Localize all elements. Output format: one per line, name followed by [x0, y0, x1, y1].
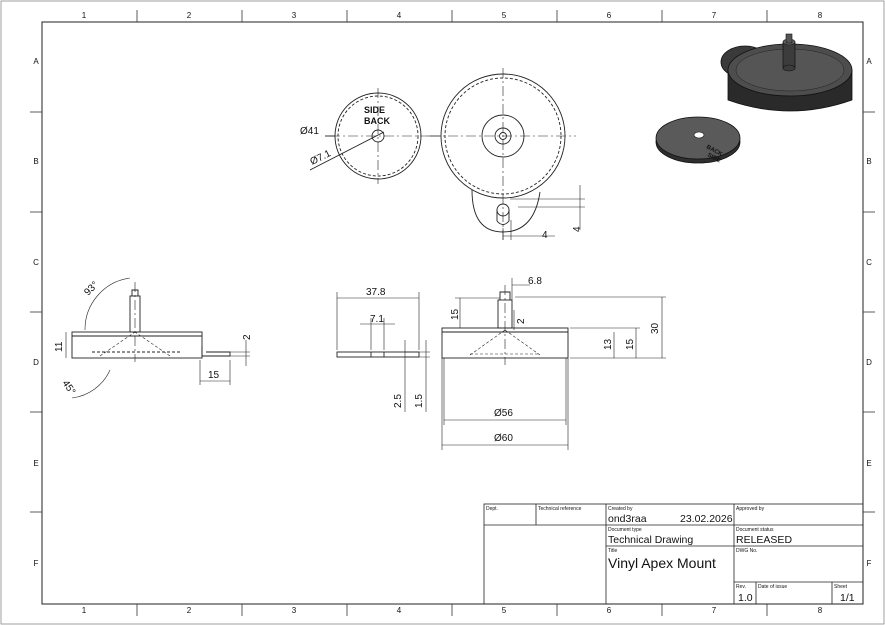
dimension-height-11: 11	[54, 341, 65, 352]
title-block-doc-status-label: Document status	[736, 527, 774, 533]
title-block-tech-ref-label: Technical reference	[538, 506, 582, 512]
mount-front-view	[441, 278, 666, 450]
mount-top-view	[426, 68, 585, 240]
zone-col-top: 8	[818, 11, 823, 20]
dimension-height-15: 15	[625, 338, 636, 350]
title-block-dwg-no-label: DWG No.	[736, 548, 757, 554]
zone-row-right: A	[866, 57, 872, 66]
dimension-pin-6-8: 6.8	[528, 276, 542, 287]
dimension-height-2-5: 2.5	[393, 394, 404, 408]
zone-col-top: 1	[82, 11, 87, 20]
title-block-dept-label: Dept.	[486, 506, 498, 512]
zone-col-top: 6	[607, 11, 612, 20]
title-block-date: 23.02.2026	[680, 513, 733, 525]
title-block-date-of-issue-label: Date of issue	[758, 584, 787, 590]
inner-frame	[41, 21, 864, 605]
title-block-doc-type-label: Document type	[608, 527, 642, 533]
title-block-sheet-label: Sheet	[834, 584, 848, 590]
mount-side-view	[65, 277, 250, 399]
title-block-title: Vinyl Apex Mount	[608, 555, 716, 571]
dimension-tab-15: 15	[208, 370, 220, 381]
dimension-pin-height-15: 15	[450, 308, 461, 320]
zone-row-right: F	[867, 559, 872, 568]
zone-row-left: D	[33, 358, 39, 367]
zone-row-left: A	[33, 57, 39, 66]
dimension-thickness-2: 2	[242, 334, 253, 340]
dimension-angle-45: 45°	[60, 378, 78, 397]
dimension-hole-7-1: 7.1	[370, 314, 384, 325]
zone-row-left: E	[33, 459, 38, 468]
zone-row-right: D	[866, 358, 872, 367]
zone-col-top: 2	[187, 11, 192, 20]
zone-col-top: 5	[502, 11, 507, 20]
small-disc-front-view	[336, 292, 430, 412]
zone-ticks	[30, 10, 875, 616]
zone-row-left: B	[33, 157, 38, 166]
title-block-title-label: Title	[608, 548, 617, 554]
title-block-created-by-label: Created by	[608, 506, 633, 512]
title-block	[483, 503, 864, 605]
title-block-sheet: 1/1	[840, 592, 855, 604]
zone-col-top: 4	[397, 11, 402, 20]
dimension-height-30: 30	[650, 322, 661, 334]
dimension-diameter-56: Ø56	[494, 408, 513, 419]
dimension-diameter-60: Ø60	[494, 433, 513, 444]
title-block-rev: 1.0	[738, 592, 753, 604]
zone-col-bottom: 4	[397, 606, 402, 615]
dimension-height-13: 13	[603, 338, 614, 350]
title-block-doc-status: RELEASED	[736, 534, 792, 546]
zone-col-bottom: 6	[607, 606, 612, 615]
dimension-pin-2: 2	[516, 318, 527, 324]
dimension-slot-height: 4	[572, 226, 583, 232]
zone-col-bottom: 7	[712, 606, 717, 615]
title-block-rev-label: Rev.	[736, 584, 746, 590]
zone-col-bottom: 5	[502, 606, 507, 615]
zone-col-bottom: 2	[187, 606, 192, 615]
mount-iso-view	[720, 33, 853, 112]
zone-row-left: F	[34, 559, 39, 568]
dimension-height-1-5: 1.5	[414, 394, 425, 408]
zone-row-right: B	[866, 157, 871, 166]
zone-col-bottom: 1	[82, 606, 87, 615]
zone-col-bottom: 8	[818, 606, 823, 615]
zone-row-right: E	[866, 459, 871, 468]
dimension-width-37-8: 37.8	[366, 287, 386, 298]
iso-engraving-side: SIDE	[706, 152, 721, 164]
engraving-back-label: BACK	[364, 116, 390, 126]
zone-col-top: 7	[712, 11, 717, 20]
title-block-created-by: ond3raa	[608, 513, 647, 525]
dimension-slot-offset: 4	[542, 230, 548, 241]
disc-iso-view	[655, 116, 741, 164]
small-disc-top-view	[309, 88, 426, 184]
dimension-diameter-41: Ø41	[300, 126, 319, 137]
title-block-approved-by-label: Approved by	[736, 506, 765, 512]
zone-row-left: C	[33, 258, 39, 267]
title-block-doc-type: Technical Drawing	[608, 534, 693, 546]
zone-col-top: 3	[292, 11, 297, 20]
engraving-side-label: SIDE	[364, 105, 385, 115]
zone-col-bottom: 3	[292, 606, 297, 615]
zone-row-right: C	[866, 258, 872, 267]
